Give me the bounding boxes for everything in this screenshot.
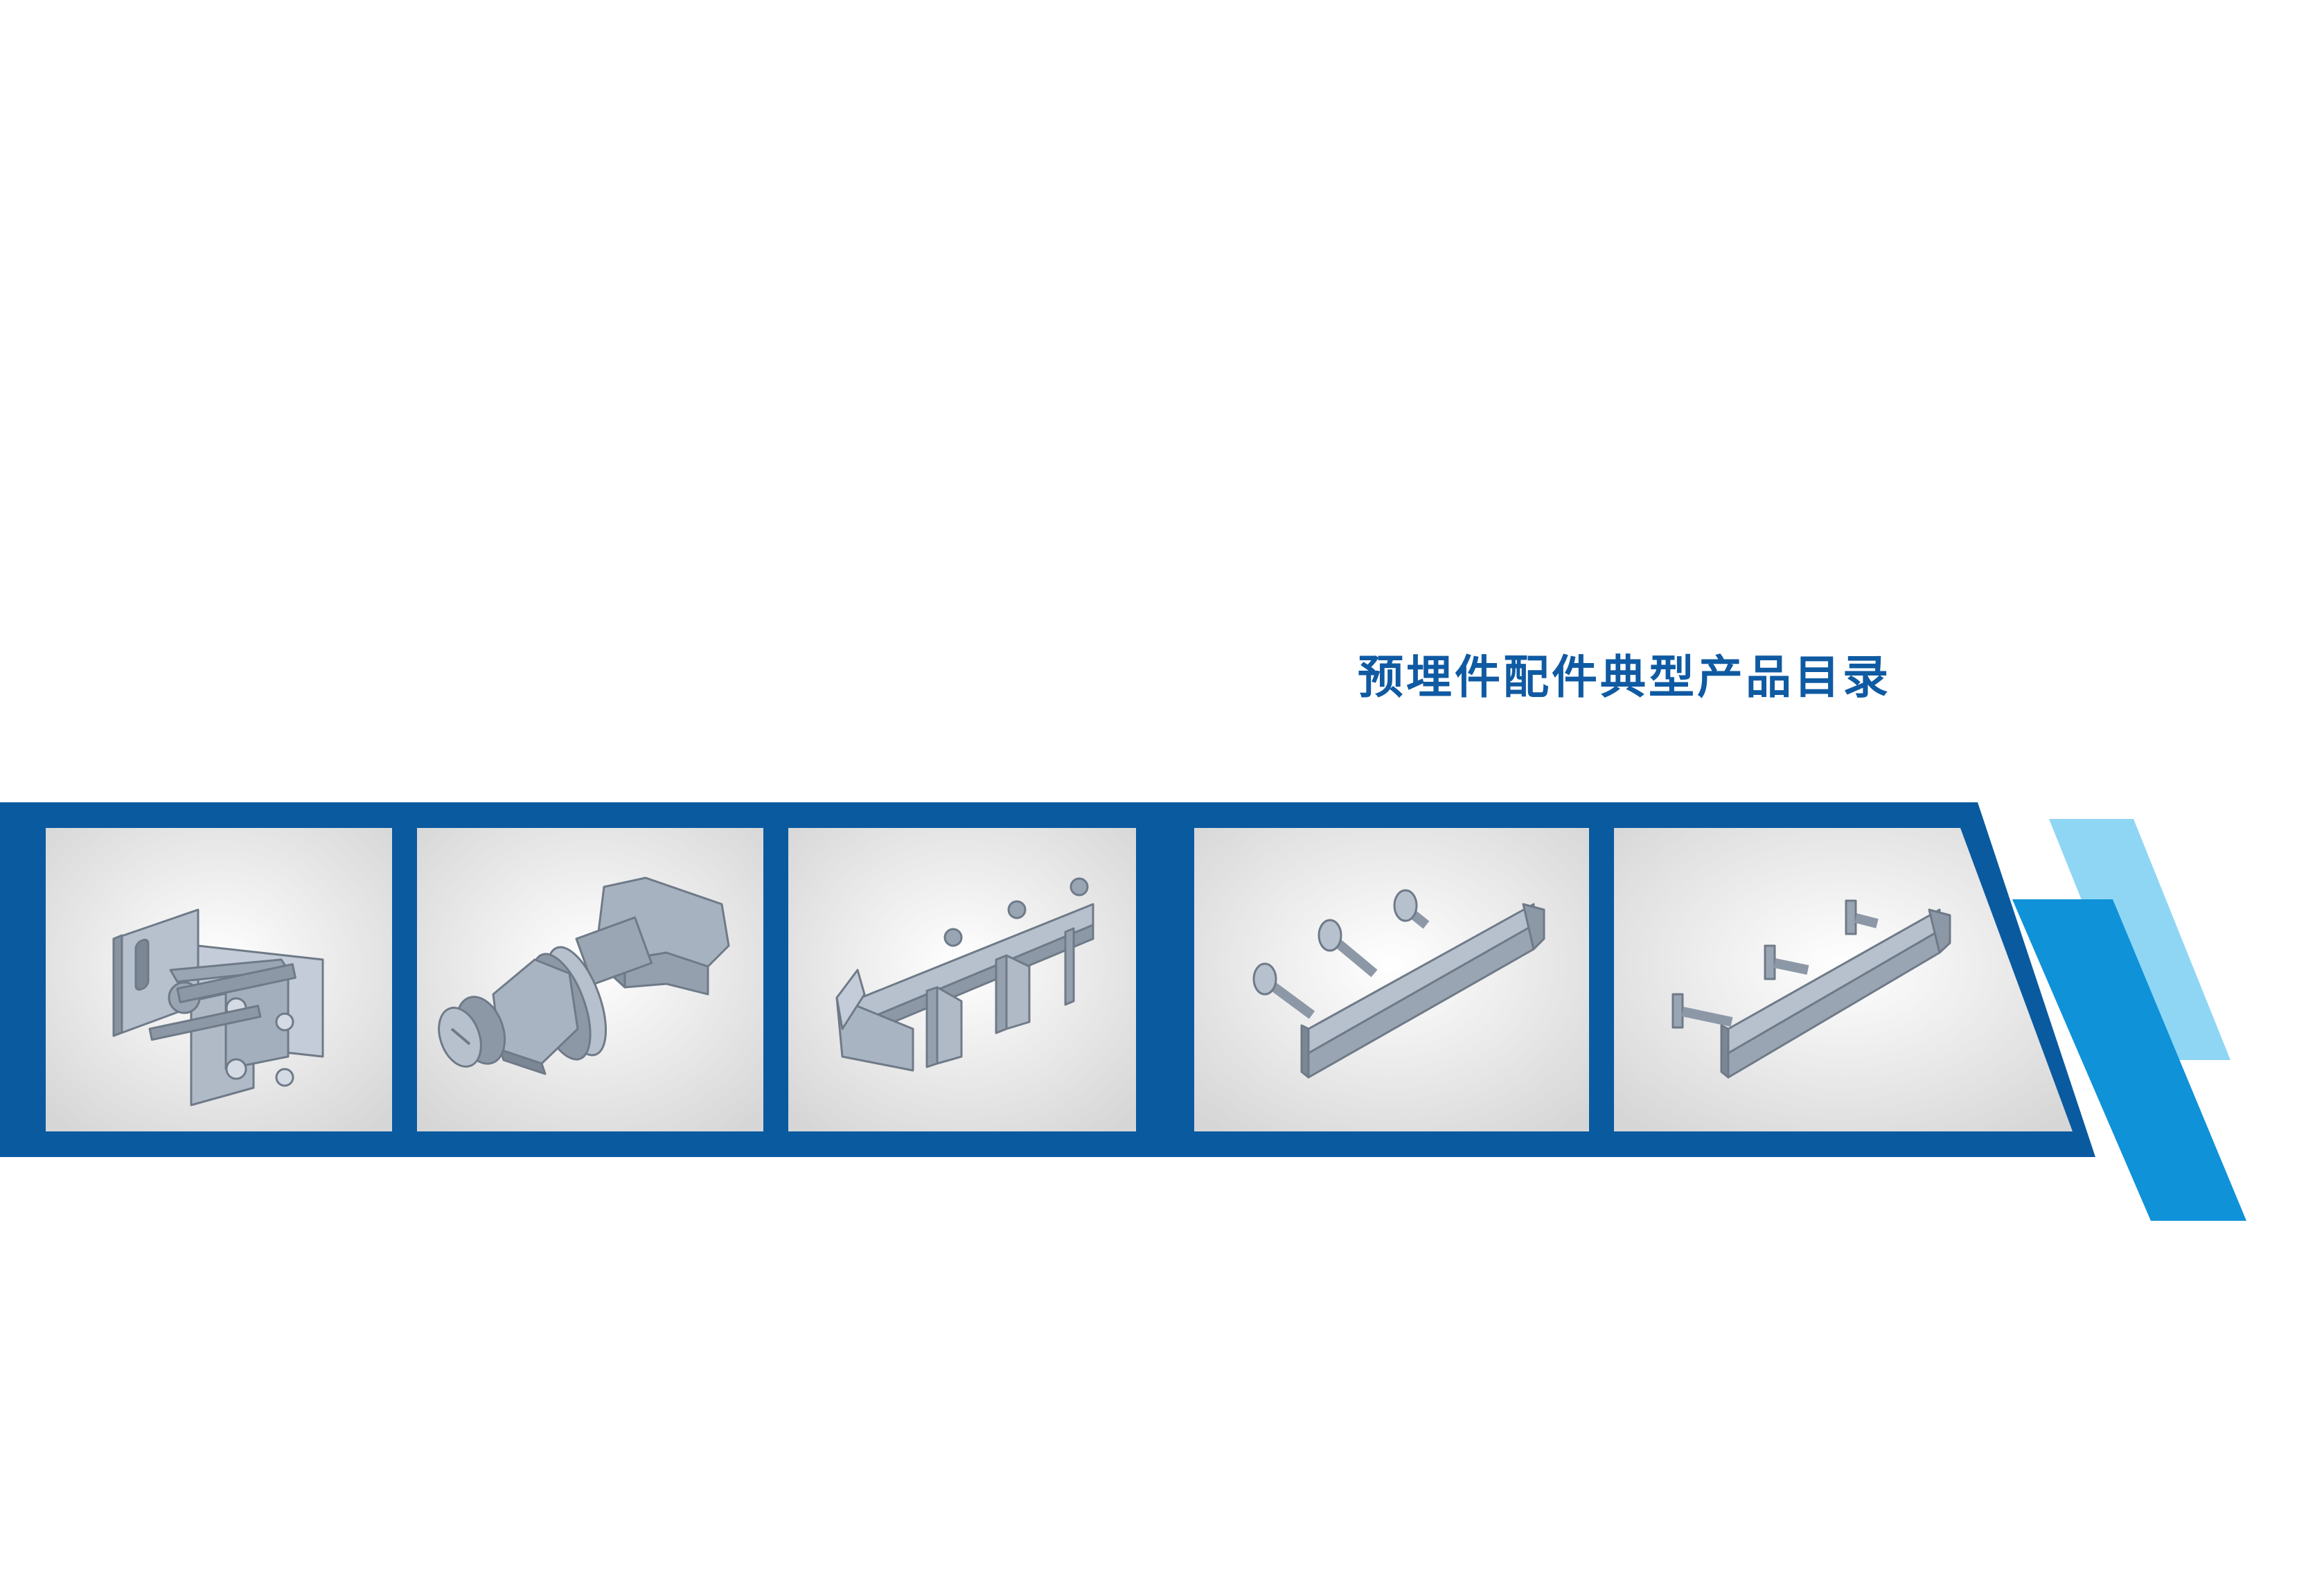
channel-with-i-anchors-icon <box>1671 899 1951 1079</box>
product-tile-2 <box>417 828 763 1131</box>
page-title: 预埋件配件典型产品目录 <box>1358 651 1891 704</box>
adjustable-bracket-icon <box>112 908 324 1106</box>
t-bolt-nut-icon <box>438 876 730 1075</box>
product-tile-3 <box>788 828 1136 1131</box>
product-tile-1 <box>46 828 392 1131</box>
accent-stripe-mid <box>2012 899 2246 1221</box>
channel-with-anchor-plates-icon <box>835 877 1094 1072</box>
product-tile-4 <box>1194 828 1589 1131</box>
channel-with-headed-studs-icon <box>1252 889 1545 1079</box>
product-tile-5 <box>1614 828 1960 1131</box>
accent-stripe-light <box>2049 819 2230 1060</box>
